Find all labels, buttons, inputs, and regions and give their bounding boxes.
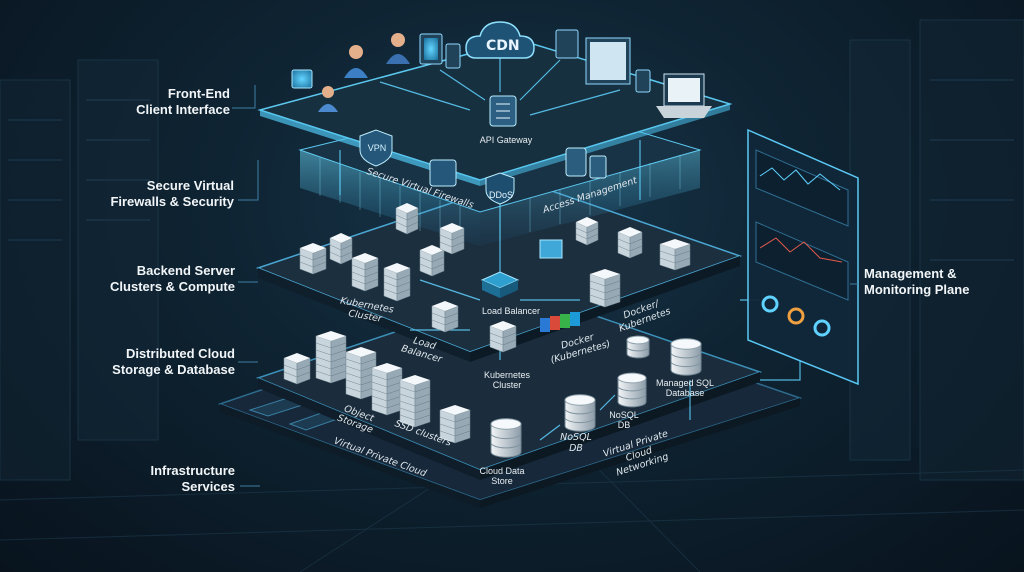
backend-server-stacks — [299, 203, 691, 353]
storage-stack — [345, 347, 377, 400]
database-cylinder — [670, 338, 702, 376]
server-stack — [659, 239, 691, 271]
server-stack — [589, 269, 621, 308]
server-stack — [395, 203, 419, 235]
storage-stack — [399, 375, 431, 428]
database-cylinder — [490, 418, 522, 458]
api-gateway-icon — [489, 95, 517, 127]
server-stack — [489, 321, 517, 353]
storage-stack — [315, 331, 347, 384]
security-icons — [359, 129, 607, 205]
managed-sql-label: Managed SQL Database — [655, 378, 715, 398]
ddos-label: DDoS — [488, 190, 513, 200]
vpn-label: VPN — [367, 143, 387, 153]
cdn-label: CDN — [486, 38, 520, 54]
label-management: Management & Monitoring Plane — [864, 266, 970, 297]
storage-stack — [283, 353, 311, 385]
api-gateway-label: API Gateway — [479, 135, 533, 145]
cloud-data-store-label: Cloud Data Store — [479, 466, 525, 486]
label-storage: Distributed Cloud Storage & Database — [112, 346, 235, 377]
cdn-cloud-icon — [465, 21, 535, 59]
kubernetes-cluster-label: Kubernetes Cluster — [483, 370, 531, 390]
server-stack — [439, 223, 465, 255]
background-server-racks — [0, 19, 1024, 481]
database-cylinder — [626, 335, 650, 359]
backend-platform — [255, 179, 743, 362]
nosql-a-label: NoSQL DB — [609, 410, 639, 430]
database-cylinder — [564, 394, 596, 432]
server-stack — [419, 245, 445, 277]
server-stack — [351, 253, 379, 292]
label-infrastructure: Infrastructure Services — [150, 463, 235, 494]
server-stack — [329, 233, 353, 265]
label-firewalls: Secure Virtual Firewalls & Security — [110, 178, 234, 209]
storage-stacks — [283, 331, 471, 444]
label-backend: Backend Server Clusters & Compute — [110, 263, 235, 294]
database-cylinder — [617, 372, 647, 408]
nosql-b-label: NoSQL DB — [560, 432, 592, 454]
server-stack — [431, 301, 459, 333]
label-leader-lines — [232, 85, 858, 487]
storage-stack — [371, 363, 403, 416]
load-balancer-label: Load Balancer — [481, 306, 541, 316]
label-front-end: Front-End Client Interface — [136, 86, 230, 117]
load-balancer-icon — [480, 239, 563, 298]
database-cylinders — [490, 335, 702, 458]
server-stack — [299, 243, 327, 275]
docker-containers-icon — [540, 312, 580, 332]
server-stack — [575, 217, 599, 246]
server-stack — [617, 227, 643, 259]
user-devices — [291, 29, 712, 118]
storage-stack — [439, 405, 471, 444]
management-panel — [747, 128, 859, 386]
server-stack — [383, 263, 411, 302]
